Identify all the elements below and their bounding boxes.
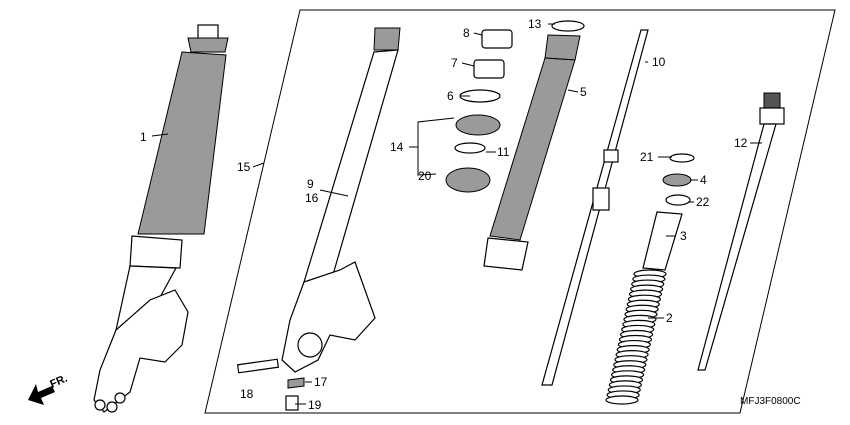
fork-spring xyxy=(605,269,667,405)
callout-10: 10 xyxy=(652,55,666,69)
fork-slider-tube xyxy=(483,34,581,271)
front-direction-arrow: FR. xyxy=(28,373,69,405)
exploded-view-frame xyxy=(204,9,836,414)
nut-4 xyxy=(662,173,692,187)
spring-coil xyxy=(605,395,639,405)
callout-20: 20 xyxy=(418,169,432,183)
leader-lines xyxy=(151,23,762,405)
callout-4: 4 xyxy=(700,173,707,187)
stop-ring-13 xyxy=(551,20,585,32)
diagram-code: MFJ3F0800C xyxy=(740,396,801,407)
callout-8: 8 xyxy=(463,26,470,40)
washer-17 xyxy=(287,377,305,389)
bushing-7 xyxy=(473,59,505,79)
callout-21: 21 xyxy=(640,150,654,164)
ring-22 xyxy=(665,194,691,206)
bushing-8 xyxy=(481,29,513,49)
clip-11 xyxy=(454,142,486,154)
callout-13: 13 xyxy=(528,17,542,31)
callout-15: 15 xyxy=(237,160,251,174)
callout-2: 2 xyxy=(666,311,673,325)
fork-bolt-rod xyxy=(697,92,785,371)
outer-fork-tube xyxy=(281,27,401,373)
washer-21 xyxy=(669,153,695,163)
callout-12: 12 xyxy=(734,136,748,150)
fork-assembly xyxy=(93,24,229,413)
callout-18: 18 xyxy=(240,387,254,401)
callout-19: 19 xyxy=(308,398,322,412)
callout-7: 7 xyxy=(451,56,458,70)
callout-6: 6 xyxy=(447,89,454,103)
callout-9: 9 xyxy=(307,177,314,191)
callout-11: 11 xyxy=(497,145,510,159)
front-direction-label: FR. xyxy=(48,373,69,391)
bolt-19 xyxy=(285,395,299,411)
callout-3: 3 xyxy=(680,229,687,243)
dust-seal-20 xyxy=(445,167,491,193)
callout-17: 17 xyxy=(314,375,328,389)
spacer-collar xyxy=(642,211,683,271)
damper-rod xyxy=(541,29,649,386)
callout-16: 16 xyxy=(305,191,319,205)
callout-5: 5 xyxy=(580,85,587,99)
callout-22: 22 xyxy=(696,195,710,209)
bolt-18 xyxy=(236,358,280,374)
callout-14: 14 xyxy=(390,140,404,154)
oil-seal-14 xyxy=(455,114,501,136)
callout-1: 1 xyxy=(140,130,147,144)
